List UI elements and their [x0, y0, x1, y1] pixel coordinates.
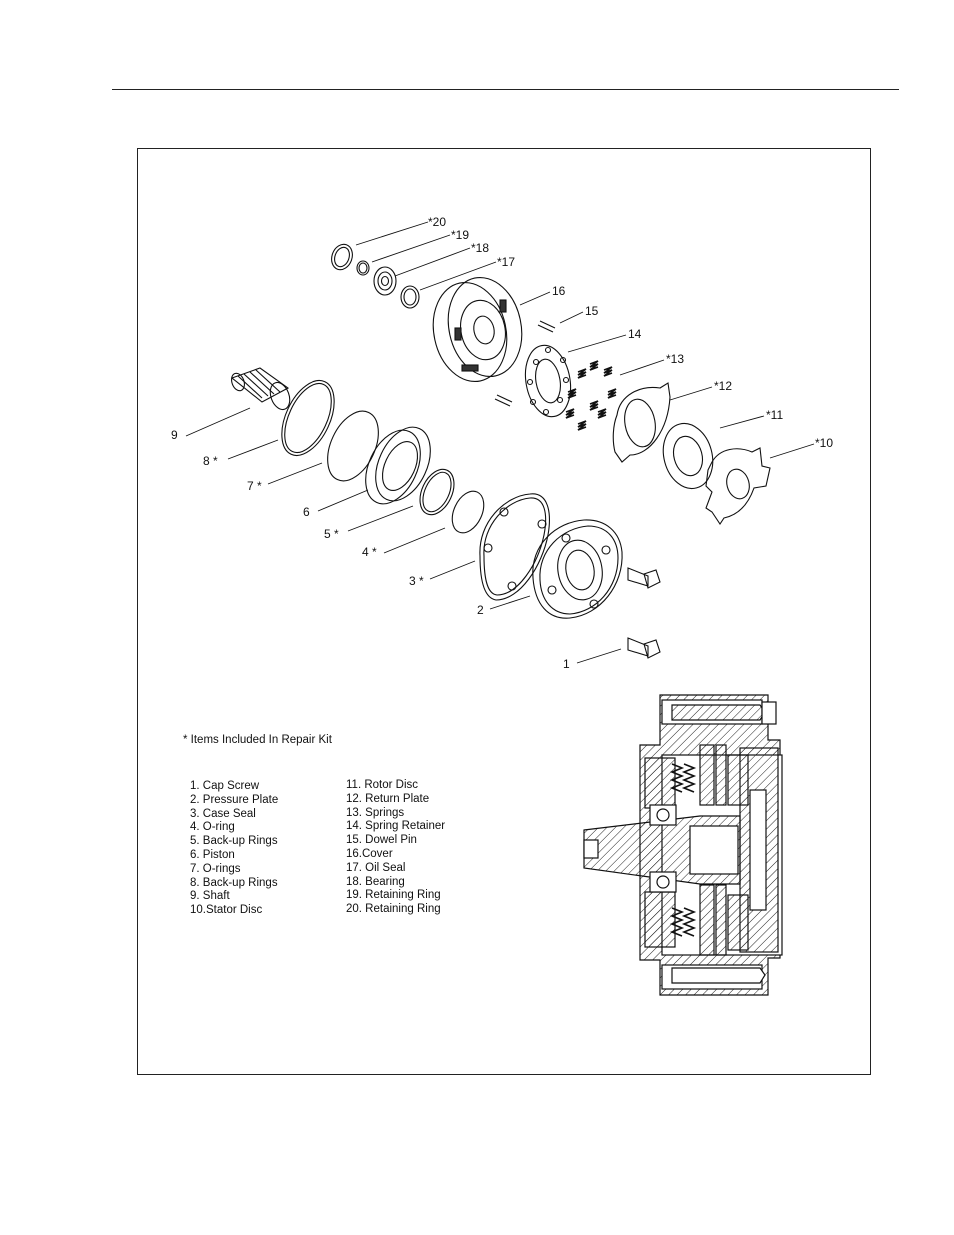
callout-12: *12	[714, 379, 732, 393]
legend-item: 18. Bearing	[346, 875, 405, 888]
legend-item: 14. Spring Retainer	[346, 820, 446, 833]
callout-18: *18	[471, 241, 489, 255]
part-oil-seal-17	[400, 285, 420, 309]
callout-5: 5 *	[324, 527, 339, 541]
repair-kit-note: * Items Included In Repair Kit	[183, 734, 332, 746]
legend-item: 1. Cap Screw	[190, 780, 260, 792]
legend-item: 17. Oil Seal	[346, 861, 406, 874]
legend-item: 3. Case Seal	[190, 807, 256, 820]
part-dowel-pin-15	[494, 320, 556, 407]
callout-2: 2	[477, 603, 484, 617]
part-piston-6	[365, 426, 431, 505]
legend-item: 19. Retaining Ring	[346, 889, 441, 902]
legend-item: 11. Rotor Disc	[346, 779, 419, 791]
parts-legend-right: 11. Rotor Disc 12. Return Plate 13. Spri…	[346, 779, 445, 917]
part-back-up-rings-8	[281, 380, 335, 456]
part-shaft-9	[230, 367, 291, 411]
part-back-up-rings-5	[419, 468, 455, 516]
part-cover-16	[432, 276, 523, 383]
callout-1: 1	[563, 657, 570, 671]
part-return-plate-12	[612, 382, 671, 463]
legend-item: 12. Return Plate	[346, 792, 430, 805]
callout-8: 8 *	[203, 454, 218, 468]
part-pressure-plate-2	[532, 519, 623, 619]
header-rule	[112, 89, 899, 90]
legend-item: 13. Springs	[346, 806, 405, 819]
part-rotor-disc-11	[662, 422, 714, 490]
callout-10: *10	[815, 436, 833, 450]
figure-frame	[137, 148, 871, 1075]
callout-16: 16	[552, 284, 566, 298]
legend-item: 6. Piston	[190, 848, 235, 861]
legend-item: 9. Shaft	[190, 890, 230, 903]
callout-7: 7 *	[247, 479, 262, 493]
part-retaining-ring-19	[356, 260, 370, 276]
callout-3: 3 *	[409, 574, 424, 588]
callout-11: *11	[766, 408, 783, 422]
legend-item: 15. Dowel Pin	[346, 834, 417, 847]
part-spring-retainer-14	[524, 344, 572, 418]
cross-section-view	[583, 694, 783, 996]
legend-item: 8. Back-up Rings	[190, 876, 278, 889]
callout-20: *20	[428, 215, 446, 229]
part-o-ring-4	[451, 490, 485, 534]
part-cap-screw-1	[627, 567, 661, 659]
leader-lines	[185, 221, 815, 664]
part-springs-13	[565, 360, 617, 431]
callout-9: 9	[171, 428, 178, 442]
callout-17: *17	[497, 255, 515, 269]
callout-4: 4 *	[362, 545, 377, 559]
legend-item: 4. O-ring	[190, 821, 235, 834]
callout-6: 6	[303, 505, 310, 519]
callout-19: *19	[451, 228, 469, 242]
legend-item: 5. Back-up Rings	[190, 835, 278, 848]
legend-item: 10.Stator Disc	[190, 904, 263, 917]
part-case-seal-3	[479, 493, 550, 601]
legend-item: 16.Cover	[346, 847, 393, 860]
part-stator-disc-10	[705, 447, 771, 525]
legend-item: 7. O-rings	[190, 862, 241, 875]
callout-13: *13	[666, 352, 684, 366]
part-o-rings-7	[327, 410, 379, 482]
part-bearing-18	[373, 266, 397, 296]
legend-item: 2. Pressure Plate	[190, 793, 279, 806]
callout-14: 14	[628, 327, 642, 341]
callout-15: 15	[585, 304, 599, 318]
legend-item: 20. Retaining Ring	[346, 903, 441, 916]
parts-legend-left: 1. Cap Screw 2. Pressure Plate 3. Case S…	[190, 780, 278, 918]
part-retaining-ring-20	[331, 243, 353, 271]
